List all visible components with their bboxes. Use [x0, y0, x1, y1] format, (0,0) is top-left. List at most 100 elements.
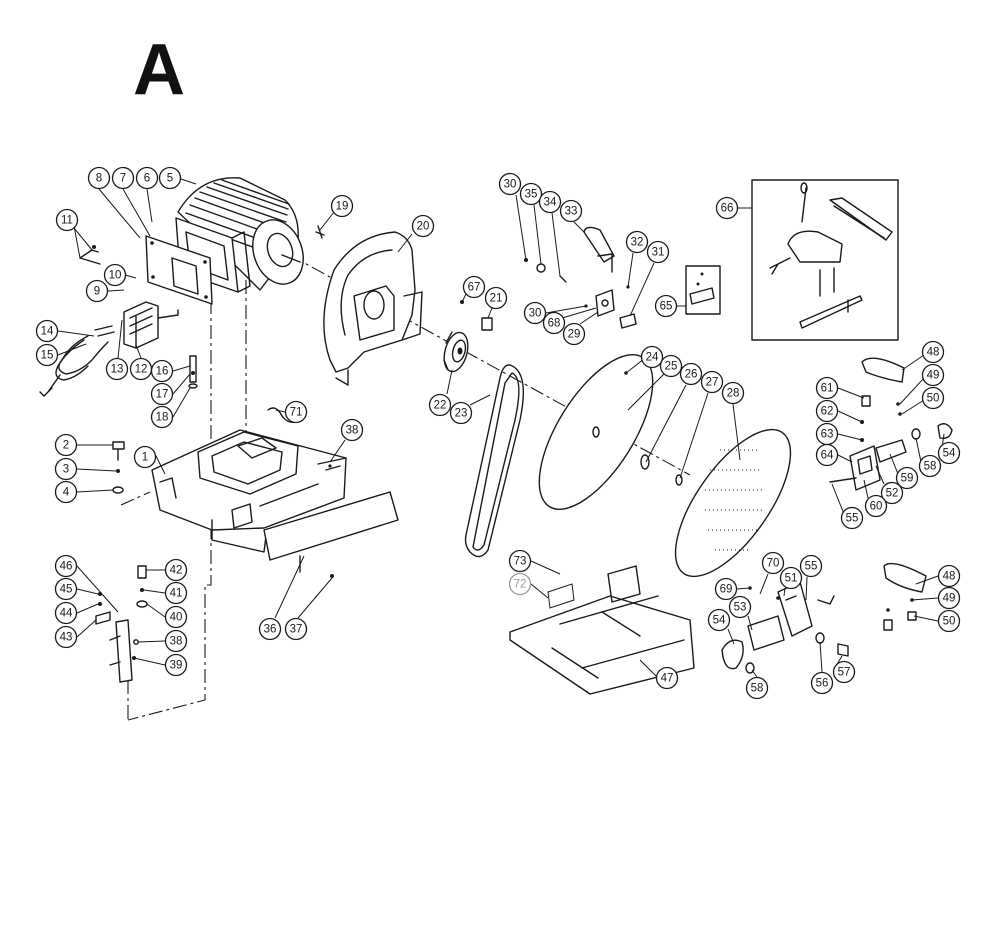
- callout-circle: [895, 466, 919, 490]
- callout-number: 50: [927, 393, 940, 405]
- callout-number: 5: [167, 173, 173, 185]
- callout-circle: [562, 322, 586, 346]
- part-callout-39: 39: [164, 653, 188, 677]
- vise-assembly-lower: [721, 581, 849, 674]
- callout-number: 27: [706, 377, 719, 389]
- callout-number: 57: [838, 667, 851, 679]
- wire-71: [267, 407, 297, 424]
- callout-number: 38: [346, 425, 359, 437]
- callout-number: 68: [548, 318, 561, 330]
- callout-circle: [103, 263, 127, 287]
- callout-circle: [340, 418, 364, 442]
- part-callout-58: 58: [745, 676, 769, 700]
- callout-number: 63: [821, 429, 834, 441]
- part-callout-71: 71: [284, 400, 308, 424]
- part-callout-14: 14: [35, 319, 59, 343]
- part-callout-37: 37: [284, 617, 308, 641]
- callout-number: 53: [734, 602, 747, 614]
- callout-number: 3: [63, 464, 69, 476]
- callout-circle: [150, 382, 174, 406]
- callout-number: 71: [290, 407, 303, 419]
- part-callout-19: 19: [330, 194, 354, 218]
- part-callout-44: 44: [54, 601, 78, 625]
- callout-number: 54: [713, 615, 726, 627]
- part-callout-61: 61: [815, 376, 839, 400]
- callout-number: 54: [943, 448, 956, 460]
- callout-number: 38: [170, 636, 183, 648]
- callout-number: 37: [290, 624, 303, 636]
- callout-number: 73: [514, 556, 527, 568]
- callout-circle: [164, 605, 188, 629]
- callout-number: 25: [665, 361, 678, 373]
- junction-box: [79, 235, 213, 305]
- callout-circle: [538, 190, 562, 214]
- screw-16-18: [188, 355, 198, 389]
- part-callout-28: 28: [721, 381, 745, 405]
- callout-number: 10: [109, 270, 122, 282]
- part-callout-52: 52: [880, 481, 904, 505]
- callout-circle: [54, 601, 78, 625]
- part-callout-1: 1: [133, 445, 157, 469]
- callout-circle: [330, 194, 354, 218]
- part-callout-46: 46: [54, 554, 78, 578]
- callout-circle: [559, 199, 583, 223]
- callout-number: 29: [568, 329, 581, 341]
- part-callout-33: 33: [559, 199, 583, 223]
- callout-number: 49: [927, 370, 940, 382]
- part-callout-32: 32: [625, 230, 649, 254]
- callout-circle: [54, 457, 78, 481]
- callout-circle: [761, 551, 785, 575]
- callout-circle: [449, 401, 473, 425]
- callout-circle: [411, 214, 435, 238]
- callout-number: 26: [685, 369, 698, 381]
- callout-circle: [87, 166, 111, 190]
- callout-number: 35: [525, 189, 538, 201]
- handle-bracket: [524, 226, 637, 329]
- callout-number: 16: [156, 366, 169, 378]
- callout-number: 67: [468, 282, 481, 294]
- callout-circle: [542, 311, 566, 335]
- callout-circle: [918, 454, 942, 478]
- abrasive-disc: [674, 428, 792, 578]
- callout-number: 22: [434, 400, 447, 412]
- callout-number: 8: [96, 173, 102, 185]
- callout-number: 46: [60, 561, 73, 573]
- part-callout-34: 34: [538, 190, 562, 214]
- part-callout-67: 67: [462, 275, 486, 299]
- callout-number: 7: [120, 173, 126, 185]
- callout-number: 1: [142, 452, 148, 464]
- callout-circle: [659, 354, 683, 378]
- drive-belt: [464, 364, 525, 558]
- part-callout-60: 60: [864, 494, 888, 518]
- part-callout-31: 31: [646, 240, 670, 264]
- part-callout-13: 13: [105, 357, 129, 381]
- part-callout-55: 55: [799, 554, 823, 578]
- part-callout-45: 45: [54, 577, 78, 601]
- part-callout-49: 49: [921, 363, 945, 387]
- callout-circle: [815, 376, 839, 400]
- part-callout-27: 27: [700, 370, 724, 394]
- callout-number: 43: [60, 632, 73, 644]
- callout-circle: [85, 279, 109, 303]
- callout-circle: [523, 301, 547, 325]
- part-callout-4: 4: [54, 480, 78, 504]
- callout-number: 12: [135, 364, 148, 376]
- part-callout-5: 5: [158, 166, 182, 190]
- callout-circle: [655, 666, 679, 690]
- callout-number: 23: [455, 408, 468, 420]
- callout-circle: [164, 581, 188, 605]
- callout-circle: [55, 208, 79, 232]
- part-callout-11: 11: [55, 208, 79, 232]
- part-callout-16: 16: [150, 359, 174, 383]
- callout-number: 48: [943, 571, 956, 583]
- callout-number: 59: [901, 473, 914, 485]
- leader-lines: [57, 177, 945, 678]
- callout-circle: [111, 166, 135, 190]
- callout-number: 58: [924, 461, 937, 473]
- part-callout-53: 53: [728, 595, 752, 619]
- part-callout-64: 64: [815, 443, 839, 467]
- clamp-part: [685, 265, 721, 315]
- callout-circle: [937, 564, 961, 588]
- part-callout-70: 70: [761, 551, 785, 575]
